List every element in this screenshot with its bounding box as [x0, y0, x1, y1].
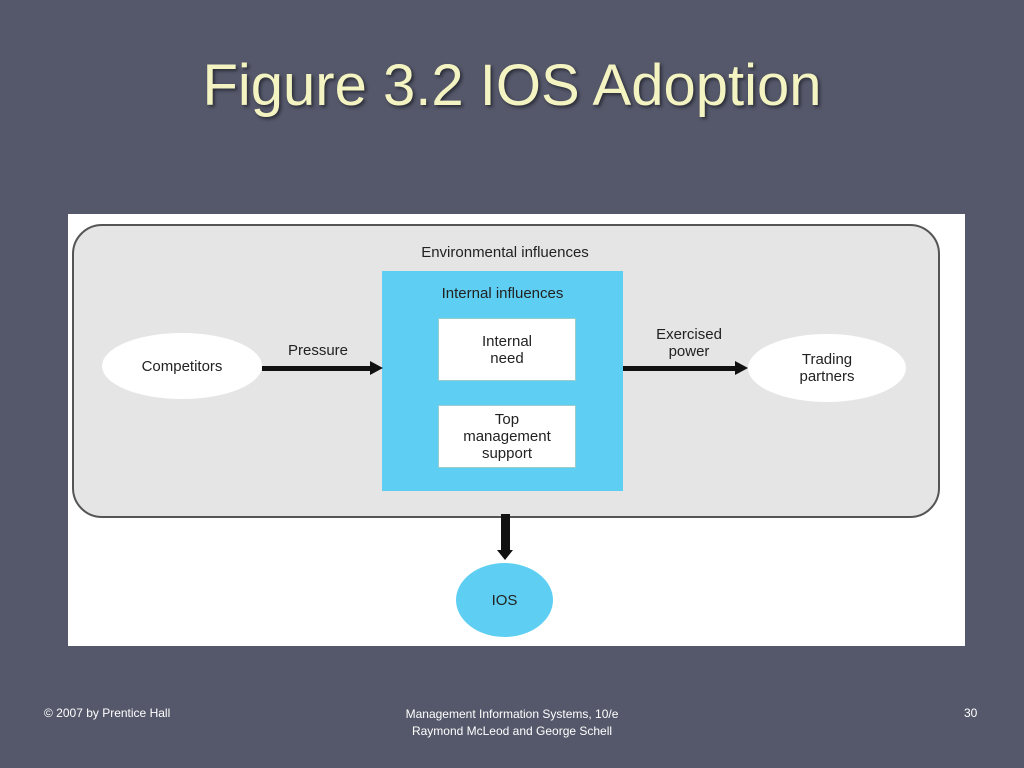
- internal-influences-label: Internal influences: [441, 285, 564, 302]
- trading-partners-ellipse: Trading partners: [748, 334, 906, 402]
- exercised-power-arrow-head: [735, 361, 748, 375]
- internal-need-line2: need: [490, 349, 524, 367]
- competitors-label: Competitors: [141, 357, 223, 375]
- exercised-line2: power: [668, 343, 710, 360]
- pressure-arrow-head: [370, 361, 383, 375]
- figure-panel: Environmental influences Internal influe…: [68, 214, 965, 646]
- pressure-arrow-shaft: [262, 366, 370, 371]
- internal-need-box: Internal need: [438, 318, 576, 381]
- top-mgmt-line3: support: [481, 445, 533, 462]
- trading-line2: partners: [799, 368, 855, 385]
- footer-book-info: Management Information Systems, 10/e Ray…: [312, 706, 712, 740]
- environmental-influences-label: Environmental influences: [421, 244, 589, 261]
- exercised-power-arrow-shaft: [623, 366, 735, 371]
- top-management-support-box: Top management support: [438, 405, 576, 468]
- internal-need-line1: Internal: [481, 332, 533, 350]
- top-management-support-label: Top management support: [463, 411, 551, 462]
- trading-line1: Trading: [801, 351, 853, 368]
- footer-copyright: © 2007 by Prentice Hall: [44, 706, 171, 720]
- competitors-ellipse: Competitors: [102, 333, 262, 399]
- footer-book-line1: Management Information Systems, 10/e: [405, 707, 619, 721]
- ios-ellipse: IOS: [456, 563, 553, 637]
- top-mgmt-line1: Top: [494, 411, 520, 428]
- footer-book-line2: Raymond McLeod and George Schell: [411, 724, 613, 738]
- trading-partners-label: Trading partners: [799, 351, 854, 385]
- ios-arrow-shaft: [501, 514, 510, 550]
- internal-need-label: Internal need: [482, 333, 532, 367]
- top-mgmt-line2: management: [463, 428, 551, 445]
- ios-label: IOS: [491, 591, 518, 609]
- exercised-line1: Exercised: [656, 326, 722, 343]
- page-number: 30: [964, 706, 978, 720]
- slide-title: Figure 3.2 IOS Adoption: [202, 53, 822, 118]
- pressure-label: Pressure: [287, 342, 349, 359]
- exercised-power-label: Exercised power: [634, 326, 744, 360]
- ios-arrow-head: [497, 550, 513, 560]
